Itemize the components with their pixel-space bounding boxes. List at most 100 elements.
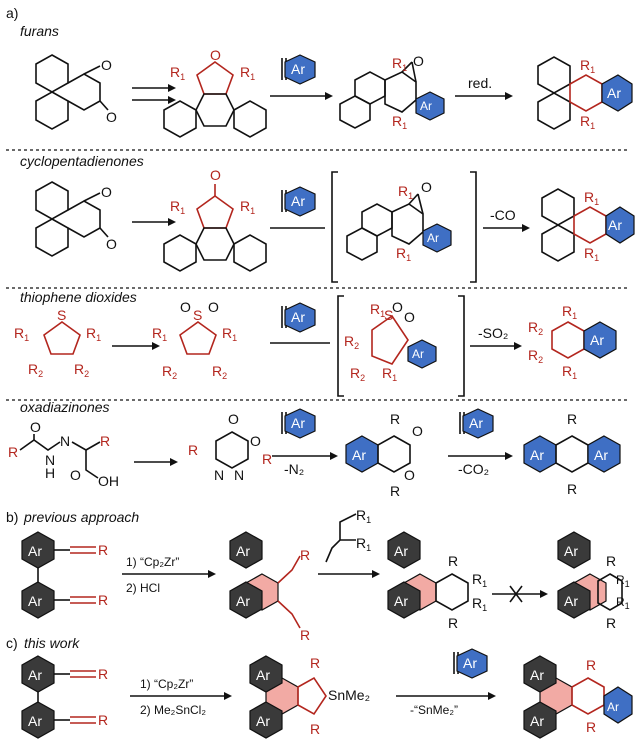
- ar-label: Ar: [427, 231, 439, 245]
- ar-label: Ar: [530, 447, 544, 463]
- ar-label: Ar: [236, 593, 250, 609]
- r-label: R: [390, 411, 400, 427]
- r1-label: R1: [562, 363, 577, 381]
- ar-label: Ar: [607, 700, 619, 714]
- r-label: R: [448, 615, 458, 631]
- ar-label: Ar: [291, 309, 305, 325]
- r1-label: R1: [370, 301, 385, 319]
- r1-label: R1: [616, 573, 630, 589]
- r1-label: R1: [584, 245, 599, 263]
- r2-label: R2: [162, 363, 177, 381]
- hydrogen-label: H: [45, 465, 55, 481]
- thiophene-dioxide: O O S R1 R1 R2 R2: [152, 299, 237, 381]
- naphthalene-product: Ar R1 R2 R2 R1: [528, 303, 617, 381]
- r2-label: R2: [344, 333, 359, 351]
- r-label: R: [310, 655, 320, 671]
- oxygen-label: O: [392, 299, 403, 315]
- ar-label: Ar: [28, 667, 42, 683]
- ar-label: Ar: [420, 99, 432, 113]
- oxygen-label: O: [421, 179, 432, 195]
- triphenylene-product-2: Ar R1 R1: [541, 188, 635, 263]
- r-label: R: [606, 615, 616, 631]
- oxygen-label: O: [412, 423, 423, 439]
- r1-label: R1: [222, 325, 237, 343]
- r1-label: R1: [170, 198, 185, 216]
- oxygen-label: O: [101, 184, 112, 200]
- ar-label: Ar: [530, 667, 544, 683]
- r1-label: R1: [382, 365, 397, 383]
- ar-label: Ar: [28, 713, 42, 729]
- r-label: R: [100, 433, 110, 449]
- condition-hcl: 2) HCl: [126, 581, 160, 595]
- arrow-cycloaddition-b: [318, 570, 380, 578]
- oxygen-label: O: [210, 167, 221, 183]
- ar-label: Ar: [236, 543, 250, 559]
- r1-label: R1: [580, 57, 595, 75]
- r1-label: R1: [152, 325, 167, 343]
- r-label: R: [262, 451, 272, 467]
- diynyl-biaryl-b: Ar Ar R R: [21, 531, 108, 619]
- final-product-c: Ar Ar Ar R R: [523, 655, 633, 739]
- r-label: R: [310, 721, 320, 737]
- title-previous-approach: previous approach: [23, 509, 139, 525]
- ar-label: Ar: [352, 447, 366, 463]
- ar-label: Ar: [608, 217, 622, 233]
- oxadiazinone: O O N N R R: [188, 411, 272, 483]
- ar-label: Ar: [564, 543, 578, 559]
- r-label: R: [586, 657, 596, 673]
- aryne-reagent: Ar: [281, 54, 316, 85]
- sulfur-label: S: [384, 307, 393, 323]
- arrow-zirconation-c: 1) “Cp₂Zr” 2) Me₂SnCl₂: [130, 677, 232, 717]
- r-label: R: [567, 411, 577, 427]
- isobenzofuran-product: O R1 R1: [163, 47, 267, 138]
- r1-label: R1: [392, 55, 407, 73]
- ar-label: Ar: [256, 713, 270, 729]
- snme2-label: SnMe₂: [328, 687, 370, 703]
- oxabicyclic-adduct: O Ar R1 R1: [339, 53, 445, 131]
- sulfur-label: S: [193, 307, 202, 323]
- ar-label: Ar: [394, 543, 408, 559]
- condition-cp2zr: 1) “Cp₂Zr”: [126, 555, 179, 569]
- ar-label: Ar: [594, 447, 608, 463]
- r2-label: R2: [28, 361, 43, 379]
- arrow-minus-n2: -N₂: [272, 452, 338, 477]
- ar-label: Ar: [530, 713, 544, 729]
- ar-label: Ar: [291, 193, 305, 209]
- r1-label: R1: [170, 64, 185, 82]
- section-b-label: b): [6, 509, 18, 525]
- arrow-minus-co2: -CO₂: [448, 452, 513, 477]
- hydrazone-precursor: O R N H N R O OH: [8, 419, 119, 489]
- title-cyclopentadienones: cyclopentadienones: [20, 153, 144, 169]
- nitrogen-label: N: [234, 467, 244, 483]
- ar-label: Ar: [412, 347, 424, 361]
- aryne-reagent: Ar: [459, 408, 494, 439]
- oxygen-label: O: [208, 299, 219, 315]
- anthracene-product: Ar Ar R R: [523, 411, 621, 497]
- aryne-reagent: Ar: [281, 302, 316, 333]
- alkene-reagent: R1 R1: [325, 507, 371, 563]
- oxygen-label: O: [404, 309, 415, 325]
- bracketed-intermediate-co: O Ar R1 R1: [331, 171, 477, 283]
- diene-product-b: Ar Ar R R: [229, 531, 310, 643]
- r1-label: R1: [616, 595, 630, 611]
- r-label: R: [8, 444, 18, 460]
- oxygen-label: O: [101, 57, 112, 73]
- r1-label: R1: [86, 325, 101, 343]
- r1-label: R1: [472, 571, 487, 589]
- phenanthrenequinone-2: O O: [35, 181, 117, 257]
- r1-label: R1: [398, 183, 413, 201]
- oxygen-label: O: [70, 467, 81, 483]
- ar-label: Ar: [590, 332, 604, 348]
- ar-label: Ar: [463, 655, 477, 671]
- r-label: R: [98, 592, 108, 608]
- ar-label: Ar: [394, 593, 408, 609]
- arrow-minus-co: -CO: [483, 207, 530, 232]
- condition-minus-so2: -SO₂: [478, 325, 508, 341]
- ar-label: Ar: [469, 415, 483, 431]
- oxygen-label: O: [30, 419, 41, 435]
- nitrogen-label: N: [214, 467, 224, 483]
- r1-label: R1: [356, 535, 371, 553]
- r-label: R: [448, 553, 458, 569]
- arrow-to-cyclopentadienone: [132, 218, 176, 226]
- r1-label: R1: [14, 325, 29, 343]
